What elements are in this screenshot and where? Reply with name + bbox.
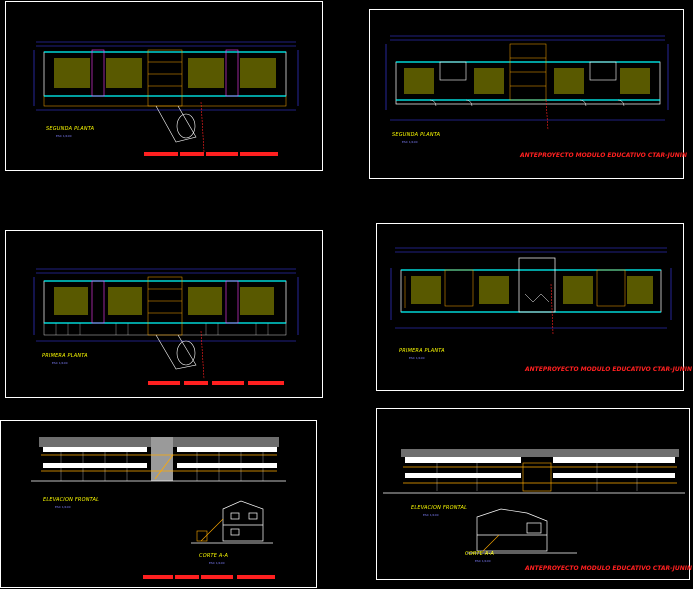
sheet-label: PRIMERA PLANTA <box>42 353 88 359</box>
sheet-primera-planta-right: PRIMERA PLANTA ESC 1/100 ANTEPROYECTO MO… <box>376 223 692 391</box>
floor-plan-drawing <box>33 268 299 385</box>
sheet-scale: ESC 1/100 <box>52 361 68 365</box>
sheet-primera-planta-left: PRIMERA PLANTA ESC 1/100 <box>5 230 323 398</box>
sheet-segunda-planta-right: SEGUNDA PLANTA ESC 1/100 ANTEPROYECTO MO… <box>369 9 688 179</box>
sheet-title: ANTEPROYECTO MODULO EDUCATIVO CTAR-JUNIN <box>525 366 693 373</box>
sheet-label: PRIMERA PLANTA <box>399 348 445 354</box>
sheet-label: SEGUNDA PLANTA <box>46 126 95 132</box>
sheet-title: ANTEPROYECTO MODULO EDUCATIVO CTAR-JUNIN <box>520 152 688 159</box>
sheet-scale: ESC 1/100 <box>402 140 418 144</box>
floor-plan-drawing <box>390 247 672 335</box>
sheet-scale: ESC 1/100 <box>55 505 71 509</box>
floor-plan-drawing <box>385 35 669 131</box>
sheet-title: ANTEPROYECTO MODULO EDUCATIVO CTAR-JUNIN <box>525 565 693 572</box>
sheet-scale: ESC 1/100 <box>423 513 439 517</box>
section-scale: ESC 1/100 <box>209 561 225 565</box>
section-scale: ESC 1/100 <box>475 559 491 563</box>
sheet-scale: ESC 1/100 <box>409 356 425 360</box>
section-label: CORTE A-A <box>199 553 229 559</box>
section-label: CORTE A-A <box>465 551 495 557</box>
sheet-segunda-planta-left: SEGUNDA PLANTA ESC 1/100 <box>5 1 323 171</box>
floor-plan-drawing <box>33 41 299 156</box>
sheet-label: ELEVACION FRONTAL <box>43 497 100 503</box>
sheet-label: SEGUNDA PLANTA <box>392 132 441 138</box>
sheet-label: ELEVACION FRONTAL <box>411 505 468 511</box>
sheet-elevacion-left: ELEVACION FRONTAL ESC 1/100 CORTE A-A ES… <box>0 420 317 588</box>
elevation-drawing <box>383 449 685 554</box>
sheet-elevacion-right: ELEVACION FRONTAL ESC 1/100 CORTE A-A ES… <box>376 408 693 580</box>
elevation-drawing <box>31 437 286 579</box>
sheet-scale: ESC 1/100 <box>56 134 72 138</box>
